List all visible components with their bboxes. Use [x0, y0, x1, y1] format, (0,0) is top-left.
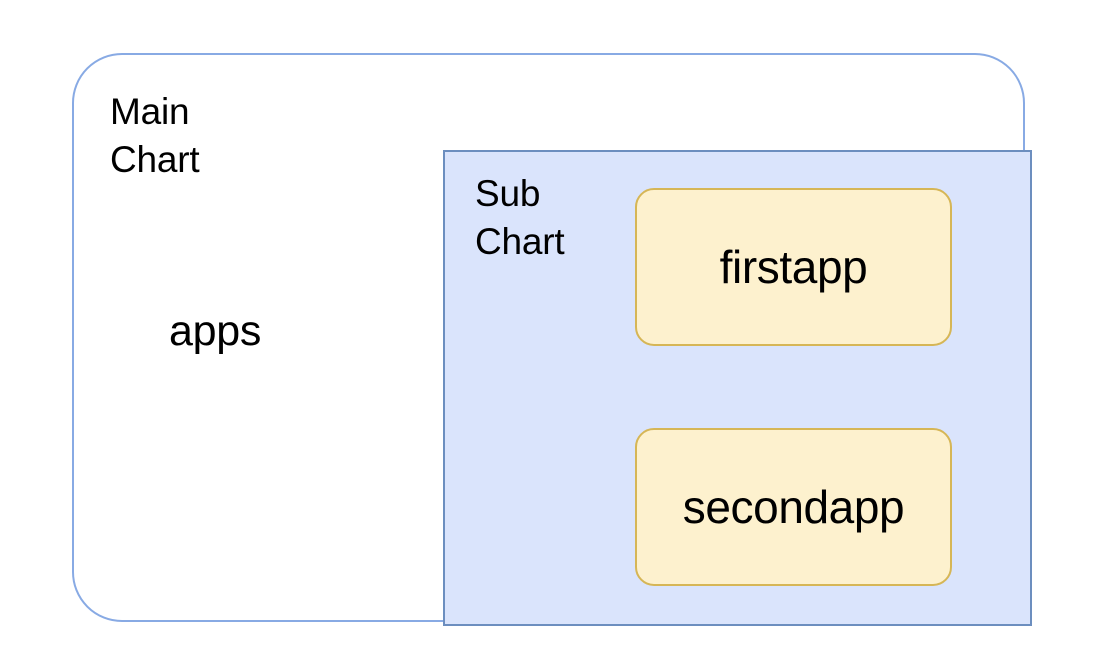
apps-label: apps [169, 307, 262, 355]
node-secondapp[interactable]: secondapp [635, 428, 952, 586]
node-firstapp-label: firstapp [719, 241, 868, 293]
node-firstapp[interactable]: firstapp [635, 188, 952, 346]
sub-chart-container[interactable]: Sub Chart firstapp secondapp [443, 150, 1032, 626]
sub-chart-label: Sub Chart [475, 173, 565, 262]
main-chart-label: Main Chart [110, 91, 200, 180]
main-chart-container[interactable]: Sub Chart firstapp secondapp [72, 53, 1032, 626]
node-secondapp-label: secondapp [682, 481, 905, 533]
